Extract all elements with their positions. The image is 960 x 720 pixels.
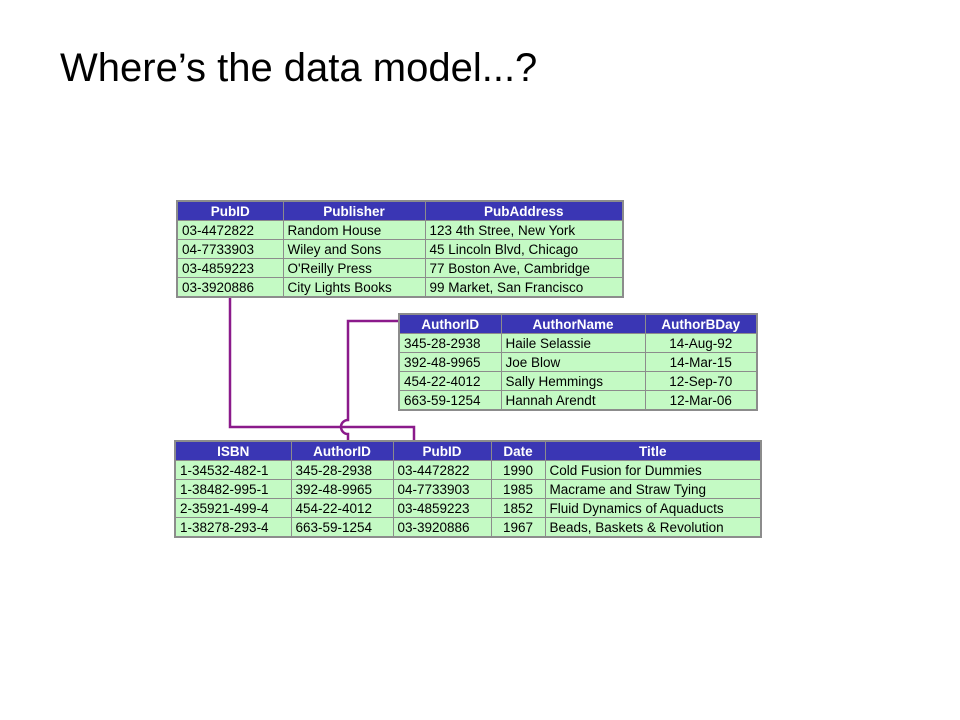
table-row: 454-22-4012 Sally Hemmings 12-Sep-70 bbox=[398, 371, 758, 391]
table-row: 03-3920886 City Lights Books 99 Market, … bbox=[176, 277, 624, 298]
column-header: ISBN bbox=[174, 440, 292, 461]
table-cell: Wiley and Sons bbox=[282, 239, 426, 259]
table-cell: 04-7733903 bbox=[392, 479, 492, 499]
column-header: AuthorName bbox=[500, 313, 646, 334]
table-cell: 345-28-2938 bbox=[290, 460, 394, 480]
table-row: 04-7733903 Wiley and Sons 45 Lincoln Blv… bbox=[176, 239, 624, 259]
table-cell: 2-35921-499-4 bbox=[174, 498, 292, 518]
publishers-table: PubID Publisher PubAddress 03-4472822 Ra… bbox=[176, 200, 624, 298]
table-cell: 1990 bbox=[490, 460, 546, 480]
column-header: AuthorBDay bbox=[644, 313, 758, 334]
table-cell: Beads, Baskets & Revolution bbox=[544, 517, 762, 538]
table-cell: 03-3920886 bbox=[392, 517, 492, 538]
table-header-row: PubID Publisher PubAddress bbox=[176, 200, 624, 221]
books-table: ISBN AuthorID PubID Date Title 1-34532-4… bbox=[174, 440, 762, 538]
table-cell: 123 4th Stree, New York bbox=[424, 220, 624, 240]
table-header-row: AuthorID AuthorName AuthorBDay bbox=[398, 313, 758, 334]
table-cell: 14-Aug-92 bbox=[644, 333, 758, 353]
table-cell: Haile Selassie bbox=[500, 333, 646, 353]
table-row: 1-38482-995-1 392-48-9965 04-7733903 198… bbox=[174, 479, 762, 499]
table-cell: 03-4472822 bbox=[392, 460, 492, 480]
column-header: Date bbox=[490, 440, 546, 461]
table-cell: 1-34532-482-1 bbox=[174, 460, 292, 480]
column-header: PubID bbox=[176, 200, 284, 221]
table-cell: Joe Blow bbox=[500, 352, 646, 372]
table-cell: 99 Market, San Francisco bbox=[424, 277, 624, 298]
table-row: 2-35921-499-4 454-22-4012 03-4859223 185… bbox=[174, 498, 762, 518]
slide-title: Where’s the data model...? bbox=[60, 46, 538, 90]
column-header: AuthorID bbox=[398, 313, 502, 334]
table-cell: 03-3920886 bbox=[176, 277, 284, 298]
table-cell: Fluid Dynamics of Aquaducts bbox=[544, 498, 762, 518]
table-cell: Random House bbox=[282, 220, 426, 240]
table-cell: 77 Boston Ave, Cambridge bbox=[424, 258, 624, 278]
table-cell: 12-Mar-06 bbox=[644, 390, 758, 411]
table-row: 1-34532-482-1 345-28-2938 03-4472822 199… bbox=[174, 460, 762, 480]
table-cell: Hannah Arendt bbox=[500, 390, 646, 411]
table-cell: 1852 bbox=[490, 498, 546, 518]
column-header: Publisher bbox=[282, 200, 426, 221]
table-row: 03-4472822 Random House 123 4th Stree, N… bbox=[176, 220, 624, 240]
table-cell: 45 Lincoln Blvd, Chicago bbox=[424, 239, 624, 259]
column-header: PubAddress bbox=[424, 200, 624, 221]
table-cell: 1-38482-995-1 bbox=[174, 479, 292, 499]
table-cell: 663-59-1254 bbox=[290, 517, 394, 538]
authors-table: AuthorID AuthorName AuthorBDay 345-28-29… bbox=[398, 313, 758, 411]
table-row: 345-28-2938 Haile Selassie 14-Aug-92 bbox=[398, 333, 758, 353]
table-cell: O'Reilly Press bbox=[282, 258, 426, 278]
table-cell: 03-4859223 bbox=[176, 258, 284, 278]
column-header: AuthorID bbox=[290, 440, 394, 461]
table-cell: 1-38278-293-4 bbox=[174, 517, 292, 538]
table-cell: Macrame and Straw Tying bbox=[544, 479, 762, 499]
table-row: 392-48-9965 Joe Blow 14-Mar-15 bbox=[398, 352, 758, 372]
table-cell: 454-22-4012 bbox=[290, 498, 394, 518]
table-cell: 392-48-9965 bbox=[398, 352, 502, 372]
pubid-connector bbox=[228, 298, 416, 440]
table-cell: Sally Hemmings bbox=[500, 371, 646, 391]
table-cell: Cold Fusion for Dummies bbox=[544, 460, 762, 480]
table-cell: 392-48-9965 bbox=[290, 479, 394, 499]
column-header: Title bbox=[544, 440, 762, 461]
table-row: 03-4859223 O'Reilly Press 77 Boston Ave,… bbox=[176, 258, 624, 278]
table-cell: 14-Mar-15 bbox=[644, 352, 758, 372]
table-cell: 12-Sep-70 bbox=[644, 371, 758, 391]
table-cell: 1967 bbox=[490, 517, 546, 538]
table-cell: 1985 bbox=[490, 479, 546, 499]
table-header-row: ISBN AuthorID PubID Date Title bbox=[174, 440, 762, 461]
table-cell: 454-22-4012 bbox=[398, 371, 502, 391]
table-cell: 663-59-1254 bbox=[398, 390, 502, 411]
table-row: 1-38278-293-4 663-59-1254 03-3920886 196… bbox=[174, 517, 762, 538]
authorid-connector bbox=[339, 319, 398, 440]
table-cell: City Lights Books bbox=[282, 277, 426, 298]
table-cell: 04-7733903 bbox=[176, 239, 284, 259]
table-row: 663-59-1254 Hannah Arendt 12-Mar-06 bbox=[398, 390, 758, 411]
table-cell: 03-4859223 bbox=[392, 498, 492, 518]
column-header: PubID bbox=[392, 440, 492, 461]
table-cell: 345-28-2938 bbox=[398, 333, 502, 353]
table-cell: 03-4472822 bbox=[176, 220, 284, 240]
